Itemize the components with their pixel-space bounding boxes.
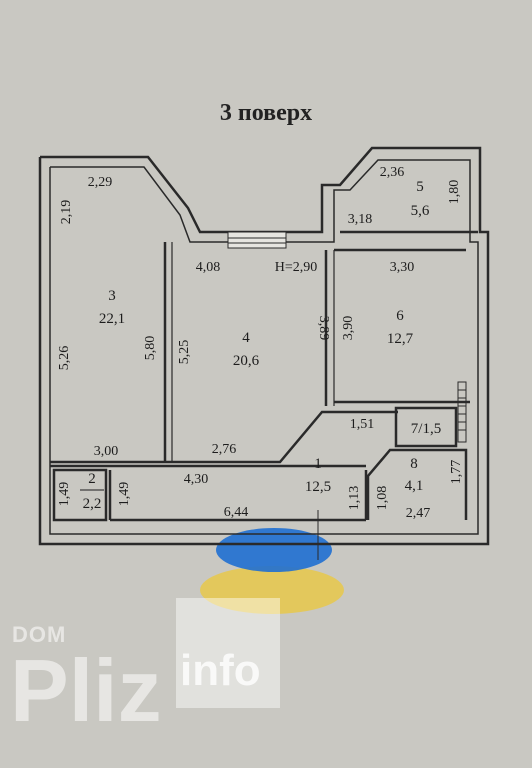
room-6-area: 12,7 (387, 331, 414, 347)
dim-1-80: 1,80 (447, 180, 462, 205)
dim-6-44: 6,44 (224, 505, 249, 520)
watermark-pliz: Pliz (10, 641, 162, 740)
dim-1-08: 1,08 (375, 486, 390, 511)
room-1-number: 1 (314, 456, 322, 472)
dim-2-76: 2,76 (212, 442, 237, 457)
room-4-number: 4 (242, 330, 250, 346)
watermark-dom: DOM (12, 622, 67, 647)
watermark-info: info (180, 646, 261, 695)
ceiling-height: H=2,90 (275, 260, 318, 275)
watermark-box (176, 598, 280, 708)
dim-1-49-b: 1,49 (117, 482, 132, 507)
room-3-area: 22,1 (99, 311, 125, 327)
flag-blue-mark (216, 528, 332, 572)
room-4-area: 20,6 (233, 353, 260, 369)
dim-1-49-a: 1,49 (57, 482, 72, 507)
room-5-number: 5 (416, 179, 424, 195)
flag-yellow-mark (200, 566, 344, 614)
dim-3-89: 3,89 (316, 316, 331, 341)
room-5-area: 5,6 (411, 203, 430, 219)
room-7-label: 7/1,5 (411, 421, 441, 437)
floor-title: 3 поверх (219, 100, 313, 126)
dim-3-00: 3,00 (94, 444, 119, 459)
dim-1-51: 1,51 (350, 417, 375, 432)
dim-2-36: 2,36 (380, 165, 405, 180)
dim-5-25: 5,25 (177, 340, 192, 365)
dim-3-30: 3,30 (390, 260, 415, 275)
room-2-area: 2,2 (83, 496, 102, 512)
room-6-number: 6 (396, 308, 404, 324)
room-1-area: 12,5 (305, 479, 331, 495)
dim-4-08: 4,08 (196, 260, 221, 275)
room-8-number: 8 (410, 456, 418, 472)
room-3-number: 3 (108, 288, 116, 304)
dim-2-19: 2,19 (59, 200, 74, 225)
dim-2-29: 2,29 (88, 175, 113, 190)
dim-3-18: 3,18 (348, 212, 373, 227)
dim-1-77: 1,77 (449, 460, 464, 485)
dim-2-47: 2,47 (406, 506, 431, 521)
room-2-number: 2 (88, 471, 96, 487)
dim-3-90: 3,90 (341, 316, 356, 341)
walls (38, 146, 490, 546)
dim-1-13: 1,13 (347, 486, 362, 511)
dim-5-26: 5,26 (57, 346, 72, 371)
window (227, 231, 287, 249)
vent (457, 381, 467, 443)
dim-4-30: 4,30 (184, 472, 209, 487)
room-8-area: 4,1 (405, 478, 424, 494)
dim-5-80: 5,80 (143, 336, 158, 361)
